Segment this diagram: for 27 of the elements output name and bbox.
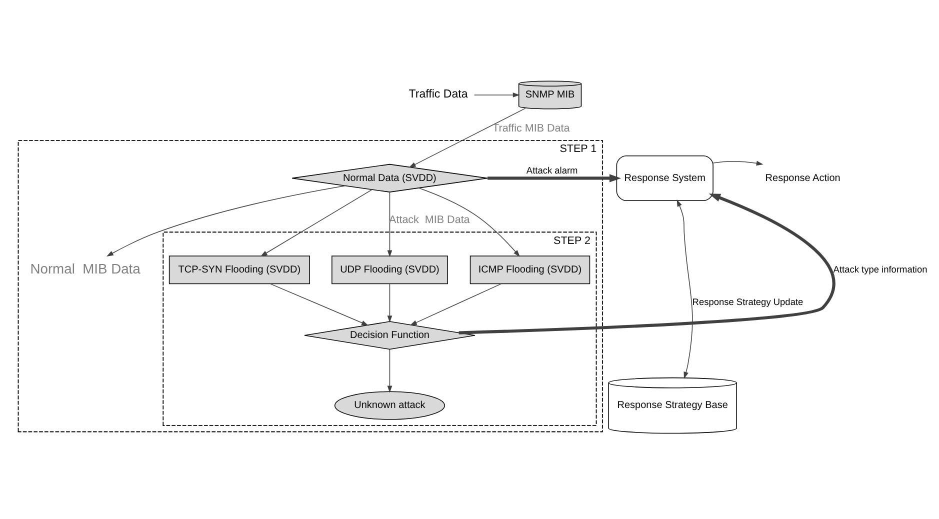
arrow bbox=[458, 194, 835, 334]
arrow bbox=[106, 185, 346, 257]
arrow bbox=[488, 174, 622, 182]
arrow bbox=[387, 284, 392, 323]
node-box: Response System bbox=[616, 155, 714, 201]
arrow bbox=[408, 108, 526, 168]
arrow bbox=[260, 189, 372, 257]
node-text: Response Action bbox=[765, 172, 840, 184]
node-text: Normal MIB Data bbox=[30, 260, 140, 276]
edge-label: Traffic MIB Data bbox=[492, 122, 570, 134]
node-diamond: Normal Data (SVDD) bbox=[292, 164, 488, 192]
arrow bbox=[387, 192, 392, 258]
arrow bbox=[418, 188, 520, 257]
arrow bbox=[676, 200, 693, 379]
arrow bbox=[410, 284, 502, 326]
arrow bbox=[712, 160, 764, 166]
node-text: Traffic Data bbox=[408, 88, 468, 101]
node-box: TCP-SYN Flooding (SVDD) bbox=[168, 256, 310, 284]
arrow bbox=[474, 92, 520, 98]
node-box: UDP Flooding (SVDD) bbox=[332, 256, 448, 284]
node-ellipse: Unknown attack bbox=[334, 391, 446, 420]
arrow bbox=[387, 349, 392, 393]
edge-label: Response Strategy Update bbox=[692, 297, 804, 308]
arrow bbox=[270, 284, 368, 326]
node-box: ICMP Flooding (SVDD) bbox=[470, 256, 590, 284]
edge-label: Attack alarm bbox=[526, 165, 578, 176]
edge-label: Attack type information bbox=[833, 264, 928, 274]
